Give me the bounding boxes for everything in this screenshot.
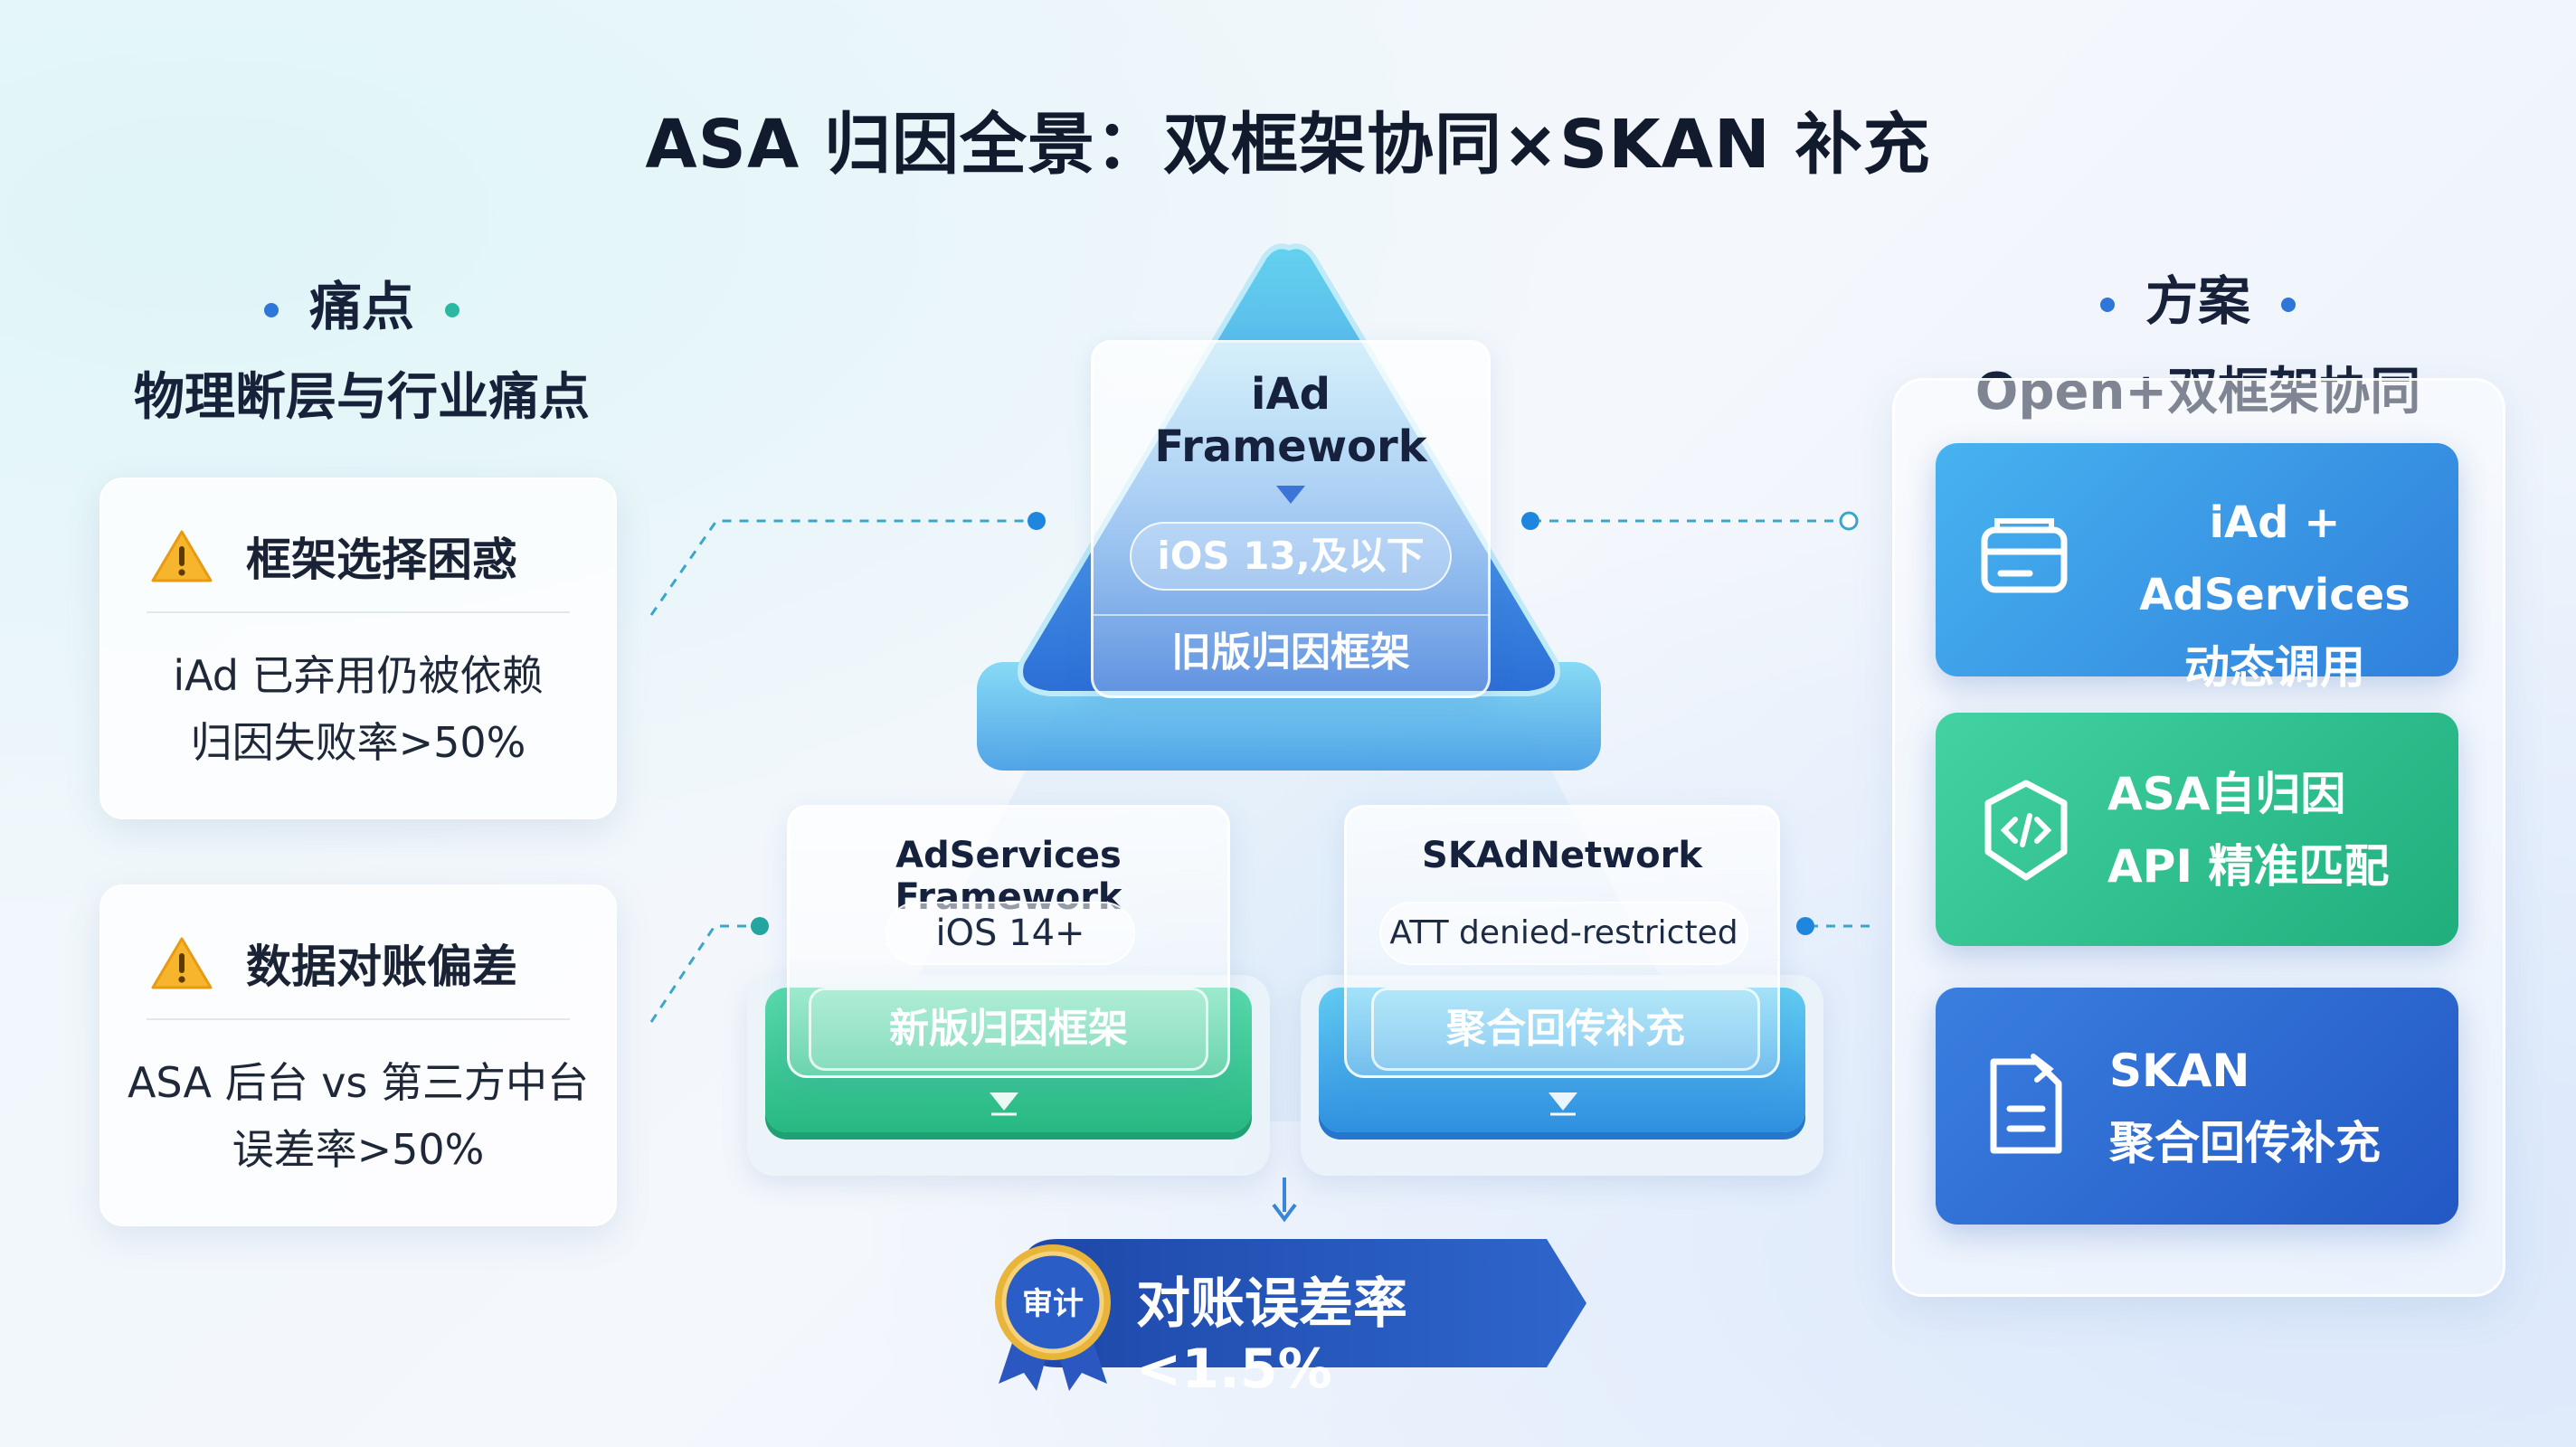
iad-label-bar: 旧版归因框架 xyxy=(1094,614,1488,690)
skadnetwork-name: SKAdNetwork xyxy=(1422,835,1702,876)
arrow-down-icon xyxy=(1548,1092,1577,1116)
shield-code-icon xyxy=(1984,780,2068,881)
solution-line: SKAN xyxy=(2109,1045,2250,1097)
solution-heading: 方案 xyxy=(2145,270,2250,332)
bullet-dot-icon xyxy=(445,302,459,317)
solution-card-asa-attribution: ASA自归因 API 精准匹配 xyxy=(1936,713,2458,946)
solution-line: 动态调用 xyxy=(2184,641,2365,694)
solution-card-skan: SKAN 聚合回传补充 xyxy=(1936,988,2458,1225)
skadnetwork-version-pill: ATT denied-restricted xyxy=(1379,902,1748,965)
bullet-dot-icon xyxy=(263,302,279,317)
iad-version-pill: iOS 13,及以下 xyxy=(1130,522,1452,591)
solution-card-dual-framework: iAd + AdServices 动态调用 xyxy=(1936,443,2458,694)
warning-icon xyxy=(151,937,213,989)
pain-card-data-reconciliation: 数据对账偏差 ASA 后台 vs 第三方中台 误差率>50% xyxy=(99,884,617,1226)
pain-subheading: 物理断层与行业痛点 xyxy=(134,368,590,427)
pain-card-line: 误差率>50% xyxy=(232,1125,485,1174)
pain-card-framework-confusion: 框架选择困惑 iAd 已弃用仍被依赖 归因失败率>50% xyxy=(99,478,617,819)
solution-line: API 精准匹配 xyxy=(2107,840,2390,893)
skadnetwork-card: SKAdNetwork ATT denied-restricted xyxy=(1344,805,1780,1078)
skadnetwork-label-bar: 聚合回传补充 xyxy=(1371,988,1760,1071)
arrow-down-icon xyxy=(990,1092,1018,1116)
audit-medal-icon xyxy=(995,1244,1111,1391)
pain-card-title: 数据对账偏差 xyxy=(246,941,517,993)
bullet-dot-icon xyxy=(2099,297,2115,312)
pain-card-line: 归因失败率>50% xyxy=(190,718,526,767)
page-title: ASA 归因全景：双框架协同×SKAN 补充 xyxy=(645,106,1931,184)
pain-section-header: 痛点 物理断层与行业痛点 xyxy=(90,264,633,430)
iad-framework-name: iAd Framework xyxy=(1154,369,1427,472)
adservices-version-pill: iOS 14+ xyxy=(886,902,1135,965)
solution-subheading: Open+双框架协同 xyxy=(1975,363,2421,421)
adservices-framework-card: AdServices Framework iOS 14+ xyxy=(787,805,1230,1078)
pain-heading: 痛点 xyxy=(308,276,414,337)
pain-card-title: 框架选择困惑 xyxy=(246,534,517,586)
bullet-dot-icon xyxy=(2281,297,2296,312)
document-icon xyxy=(1990,1054,2062,1154)
divider xyxy=(147,611,570,613)
pain-card-line: iAd 已弃用仍被依赖 xyxy=(173,651,544,700)
arrow-down-icon xyxy=(1276,486,1305,504)
pain-card-line: ASA 后台 vs 第三方中台 xyxy=(127,1058,590,1107)
result-banner-shape xyxy=(1022,1239,1586,1367)
solution-line: ASA自归因 xyxy=(2107,768,2346,820)
solution-line: iAd + AdServices xyxy=(2139,497,2410,620)
divider xyxy=(147,1018,570,1020)
adservices-label-bar: 新版归因框架 xyxy=(809,988,1208,1071)
iad-framework-card: iAd Framework iOS 13,及以下 旧版归因框架 xyxy=(1091,340,1491,698)
card-icon xyxy=(1981,518,2068,593)
audit-badge-label: 审计 xyxy=(1022,1286,1084,1322)
solution-section-header: 方案 Open+双框架协同 xyxy=(1927,259,2469,424)
result-text: 对账误差率<1.5% xyxy=(1136,1272,1407,1401)
warning-icon xyxy=(151,530,213,582)
arrow-down-icon xyxy=(1272,1177,1297,1223)
solution-line: 聚合回传补充 xyxy=(2109,1117,2381,1169)
